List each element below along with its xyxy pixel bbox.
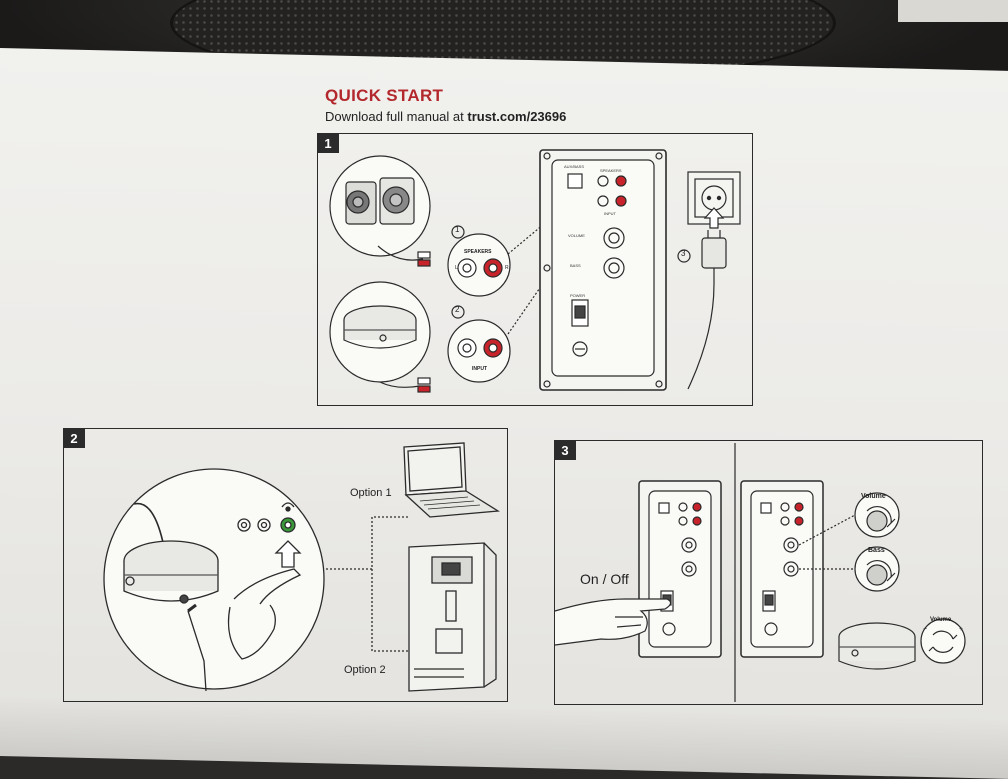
- bass-label: Bass: [868, 547, 885, 554]
- svg-text:INPUT: INPUT: [604, 211, 617, 216]
- on-off-label: On / Off: [580, 571, 629, 587]
- manual-download-text: Download full manual at trust.com/23696: [325, 109, 566, 124]
- svg-text:BASS: BASS: [570, 263, 581, 268]
- step-3-diagram: − +: [554, 443, 966, 702]
- step-2-panel: 2: [63, 428, 508, 702]
- remote-volume-label: Volume: [930, 617, 952, 623]
- step-2-badge: 2: [63, 428, 85, 448]
- cloth: [898, 0, 1008, 22]
- speakers-label: SPEAKERS: [464, 249, 492, 255]
- headphone-jack-icon: [281, 502, 295, 512]
- step-1-panel: 1: [317, 133, 753, 406]
- page-title: QUICK START: [325, 86, 444, 105]
- input-label: INPUT: [472, 366, 487, 372]
- step-2-diagram: [103, 442, 500, 692]
- step-3-badge: 3: [554, 440, 576, 460]
- jack-right-label: R: [505, 265, 509, 271]
- svg-text:SPEAKERS: SPEAKERS: [600, 168, 622, 173]
- callout-1: 1: [455, 225, 460, 234]
- callout-3: 3: [681, 249, 686, 258]
- svg-text:VOLUME: VOLUME: [568, 233, 585, 238]
- option-2-label: Option 2: [344, 664, 386, 676]
- jack-left-label: L: [455, 265, 458, 271]
- step-1-diagram: AUX/BASS SPEAKERS INPUT VOLUME BASS POWE…: [329, 149, 741, 393]
- step-3-panel: 3: [554, 440, 983, 705]
- option-1-label: Option 1: [350, 487, 392, 499]
- step-1-badge: 1: [317, 133, 339, 153]
- svg-text:POWER: POWER: [570, 293, 585, 298]
- speaker-pair-icon: [345, 177, 415, 225]
- audio-hub-icon: [343, 305, 417, 349]
- callout-2: 2: [455, 305, 460, 314]
- desktop-pc-icon: [408, 542, 497, 692]
- manual-link[interactable]: trust.com/23696: [467, 109, 567, 124]
- svg-text:AUX/BASS: AUX/BASS: [564, 164, 584, 169]
- volume-label: Volume: [861, 493, 886, 500]
- subtitle-prefix: Download full manual at: [325, 109, 468, 124]
- audio-hub-icon: [123, 540, 219, 604]
- svg-text:+: +: [959, 626, 963, 633]
- audio-hub-icon: [838, 622, 916, 670]
- svg-text:−: −: [923, 626, 927, 633]
- laptop-icon: [403, 442, 500, 518]
